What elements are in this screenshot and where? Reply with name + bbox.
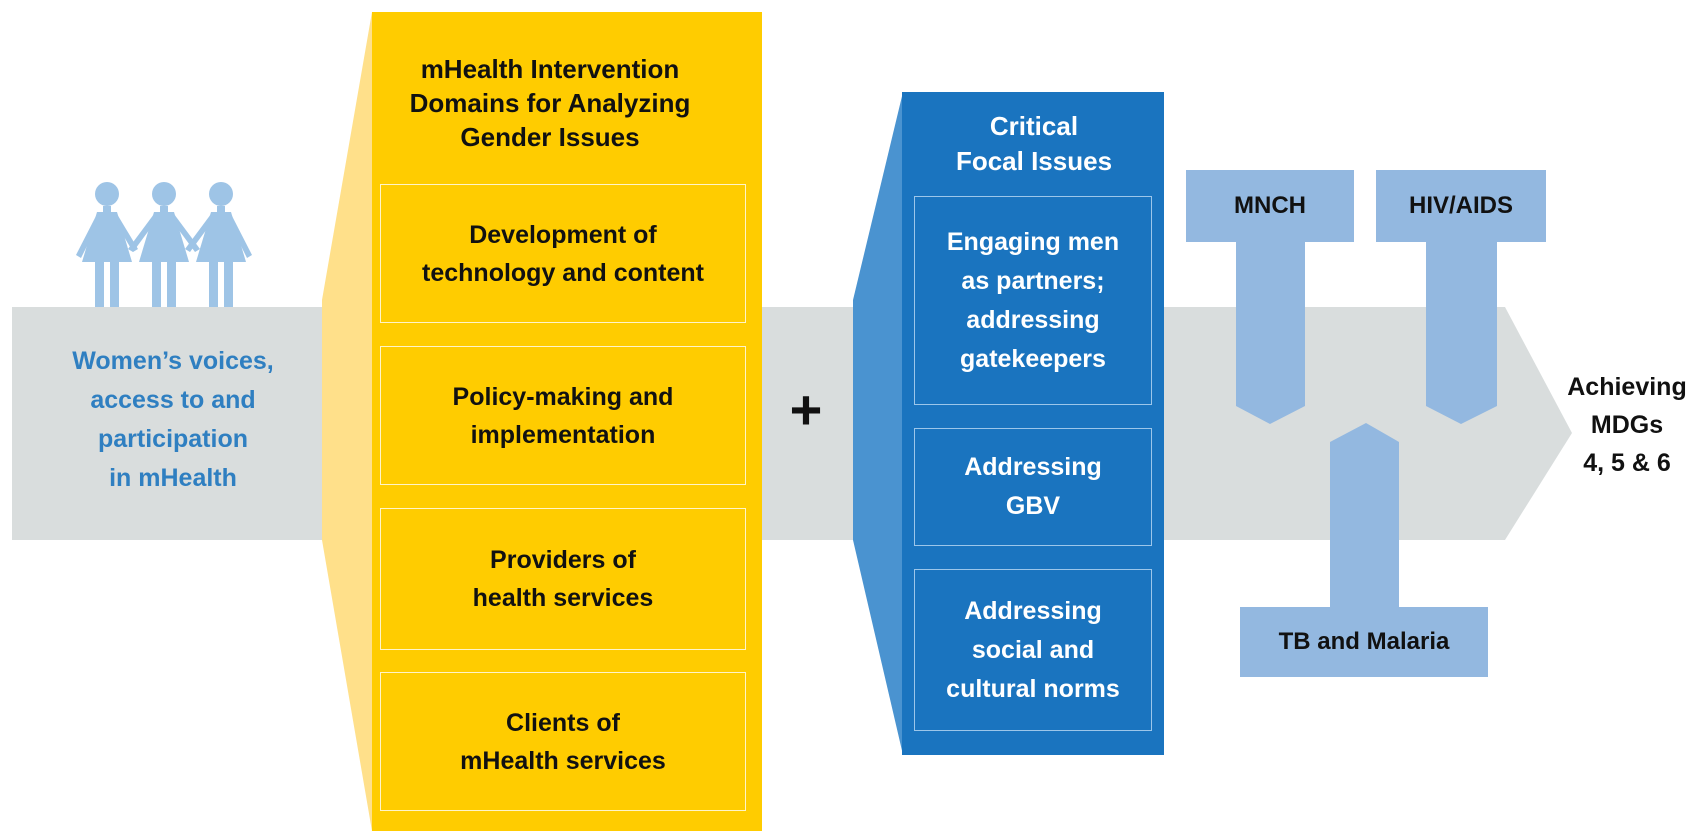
focal-flare xyxy=(853,92,903,755)
focal-issues-title: Critical Focal Issues xyxy=(955,111,1113,176)
domain-policy-making: Policy-making and implementation xyxy=(380,346,746,485)
focal-panel xyxy=(902,92,1164,755)
women-figures-icon xyxy=(76,182,252,307)
focal-engaging-men: Engaging men as partners; addressing gat… xyxy=(914,196,1152,405)
achieving-mdgs-label: Achieving MDGs 4, 5 & 6 xyxy=(1567,373,1687,477)
domains-flare xyxy=(322,12,372,831)
mnch-connector xyxy=(1186,170,1354,424)
health-area-tb-malaria: TB and Malaria xyxy=(1278,628,1450,655)
domains-panel xyxy=(372,12,762,831)
focal-addressing-gbv: Addressing GBV xyxy=(914,428,1152,546)
domain-technology-content: Development of technology and content xyxy=(380,184,746,323)
domain-clients: Clients of mHealth services xyxy=(380,672,746,811)
hiv-connector xyxy=(1376,170,1546,424)
focal-social-norms: Addressing social and cultural norms xyxy=(914,569,1152,731)
tb-connector xyxy=(1240,423,1488,677)
health-area-mnch: MNCH xyxy=(1234,192,1306,219)
women-voices-label: Women’s voices, access to and participat… xyxy=(72,347,274,492)
domain-providers: Providers of health services xyxy=(380,508,746,650)
plus-sign: + xyxy=(789,378,823,441)
health-area-hiv-aids: HIV/AIDS xyxy=(1408,192,1513,219)
domains-title: mHealth Intervention Domains for Analyzi… xyxy=(409,54,691,152)
